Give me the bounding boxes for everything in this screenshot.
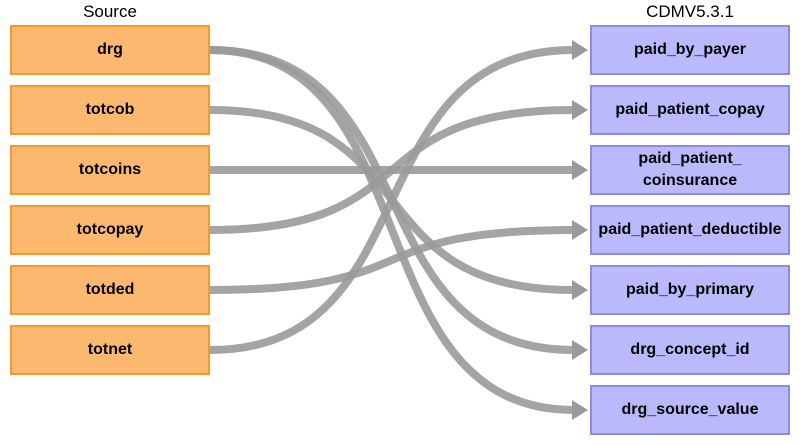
mapping-arrow-line [209, 46, 575, 414]
target-field-paid-by-primary: paid_by_primary [590, 265, 790, 315]
arrow-head-icon [572, 340, 588, 360]
source-field-label: totded [85, 281, 135, 298]
mapping-arrow-totcob-to-paid-by-primary [209, 106, 588, 300]
mapping-arrow-totnet-to-paid-by-payer [209, 40, 588, 354]
source-field-totcob: totcob [10, 85, 210, 135]
source-field-totcopay: totcopay [10, 205, 210, 255]
mapping-arrow-line [209, 46, 575, 354]
arrow-head-icon [572, 280, 588, 300]
arrow-head-icon [572, 100, 588, 120]
source-field-totnet: totnet [10, 325, 210, 375]
target-field-drg-concept-id: drg_concept_id [590, 325, 790, 375]
mapping-arrow-line [209, 106, 575, 234]
source-field-drg: drg [10, 25, 210, 75]
target-field-paid-by-payer: paid_by_payer [590, 25, 790, 75]
target-field-label: paid_by_primary [625, 281, 755, 298]
source-field-label: totcopay [76, 221, 144, 238]
target-field-paid-patient-copay: paid_patient_copay [590, 85, 790, 135]
mapping-arrow-totded-to-paid-patient-deductible [209, 220, 588, 294]
source-field-label: totnet [87, 341, 133, 358]
target-field-label: drg_source_value [621, 401, 759, 418]
mapping-arrow-drg-to-drg-source-value [209, 46, 588, 420]
target-field-label: paid_patient_coinsurance [638, 150, 742, 189]
mapping-arrow-line [209, 226, 575, 294]
source-field-label: totcoins [78, 161, 142, 178]
arrow-head-icon [572, 40, 588, 60]
arrow-head-icon [572, 400, 588, 420]
arrow-head-icon [572, 220, 588, 240]
source-field-totcoins: totcoins [10, 145, 210, 195]
target-column-header: CDMV5.3.1 [646, 2, 734, 21]
target-field-paid-patient-deductible: paid_patient_deductible [590, 205, 790, 255]
target-field-label: paid_by_payer [633, 41, 747, 58]
target-field-label: drg_concept_id [630, 341, 750, 358]
target-field-label: paid_patient_copay [615, 101, 765, 118]
source-field-totded: totded [10, 265, 210, 315]
mapping-arrow-totcopay-to-paid-patient-copay [209, 100, 588, 234]
source-column-header: Source [83, 2, 137, 21]
arrow-head-icon [572, 160, 588, 180]
source-field-label: drg [97, 41, 123, 58]
source-field-label: totcob [85, 101, 135, 118]
target-field-label: paid_patient_deductible [598, 221, 782, 238]
target-field-drg-source-value: drg_source_value [590, 385, 790, 435]
target-field-paid-patient-coinsurance: paid_patient_coinsurance [590, 145, 790, 195]
